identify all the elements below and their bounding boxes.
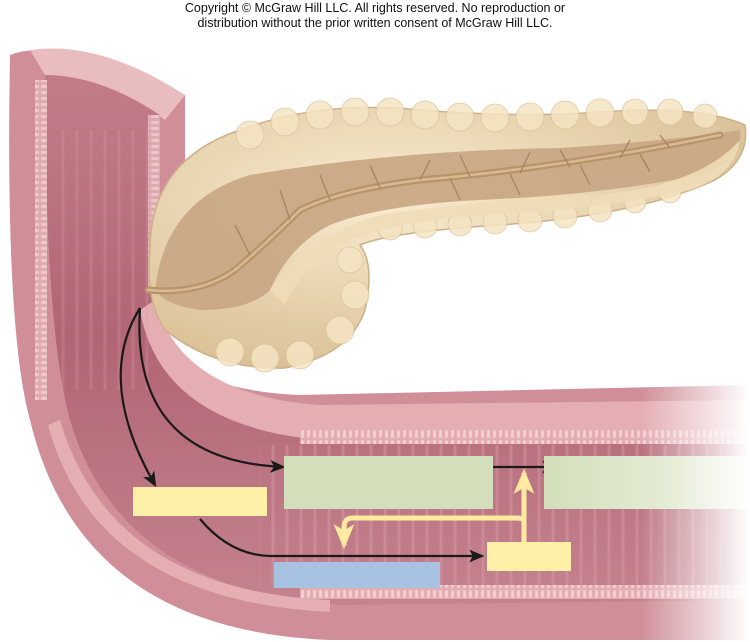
label-boxes	[133, 456, 750, 588]
copyright-notice: Copyright © McGraw Hill LLC. All rights …	[0, 0, 750, 31]
label-box-yellow-left	[133, 487, 267, 516]
arrow-yellow-left-to-yellow-small	[199, 518, 485, 563]
copyright-line-2: distribution without the prior written c…	[197, 16, 553, 30]
pancreas	[144, 97, 747, 373]
label-box-blue	[274, 562, 440, 588]
copyright-line-1: Copyright © McGraw Hill LLC. All rights …	[184, 1, 566, 15]
flow-arrows-yellow	[333, 468, 535, 550]
arrow-duct-to-yellow-left	[119, 307, 157, 488]
flow-arrows-black	[119, 307, 558, 563]
arrow-duct-to-green-center	[138, 307, 286, 473]
label-box-yellow-small	[487, 542, 571, 571]
label-box-green-center	[284, 456, 493, 509]
arrow-yellow-small-to-blue	[333, 515, 527, 550]
label-box-green-right	[544, 456, 750, 509]
